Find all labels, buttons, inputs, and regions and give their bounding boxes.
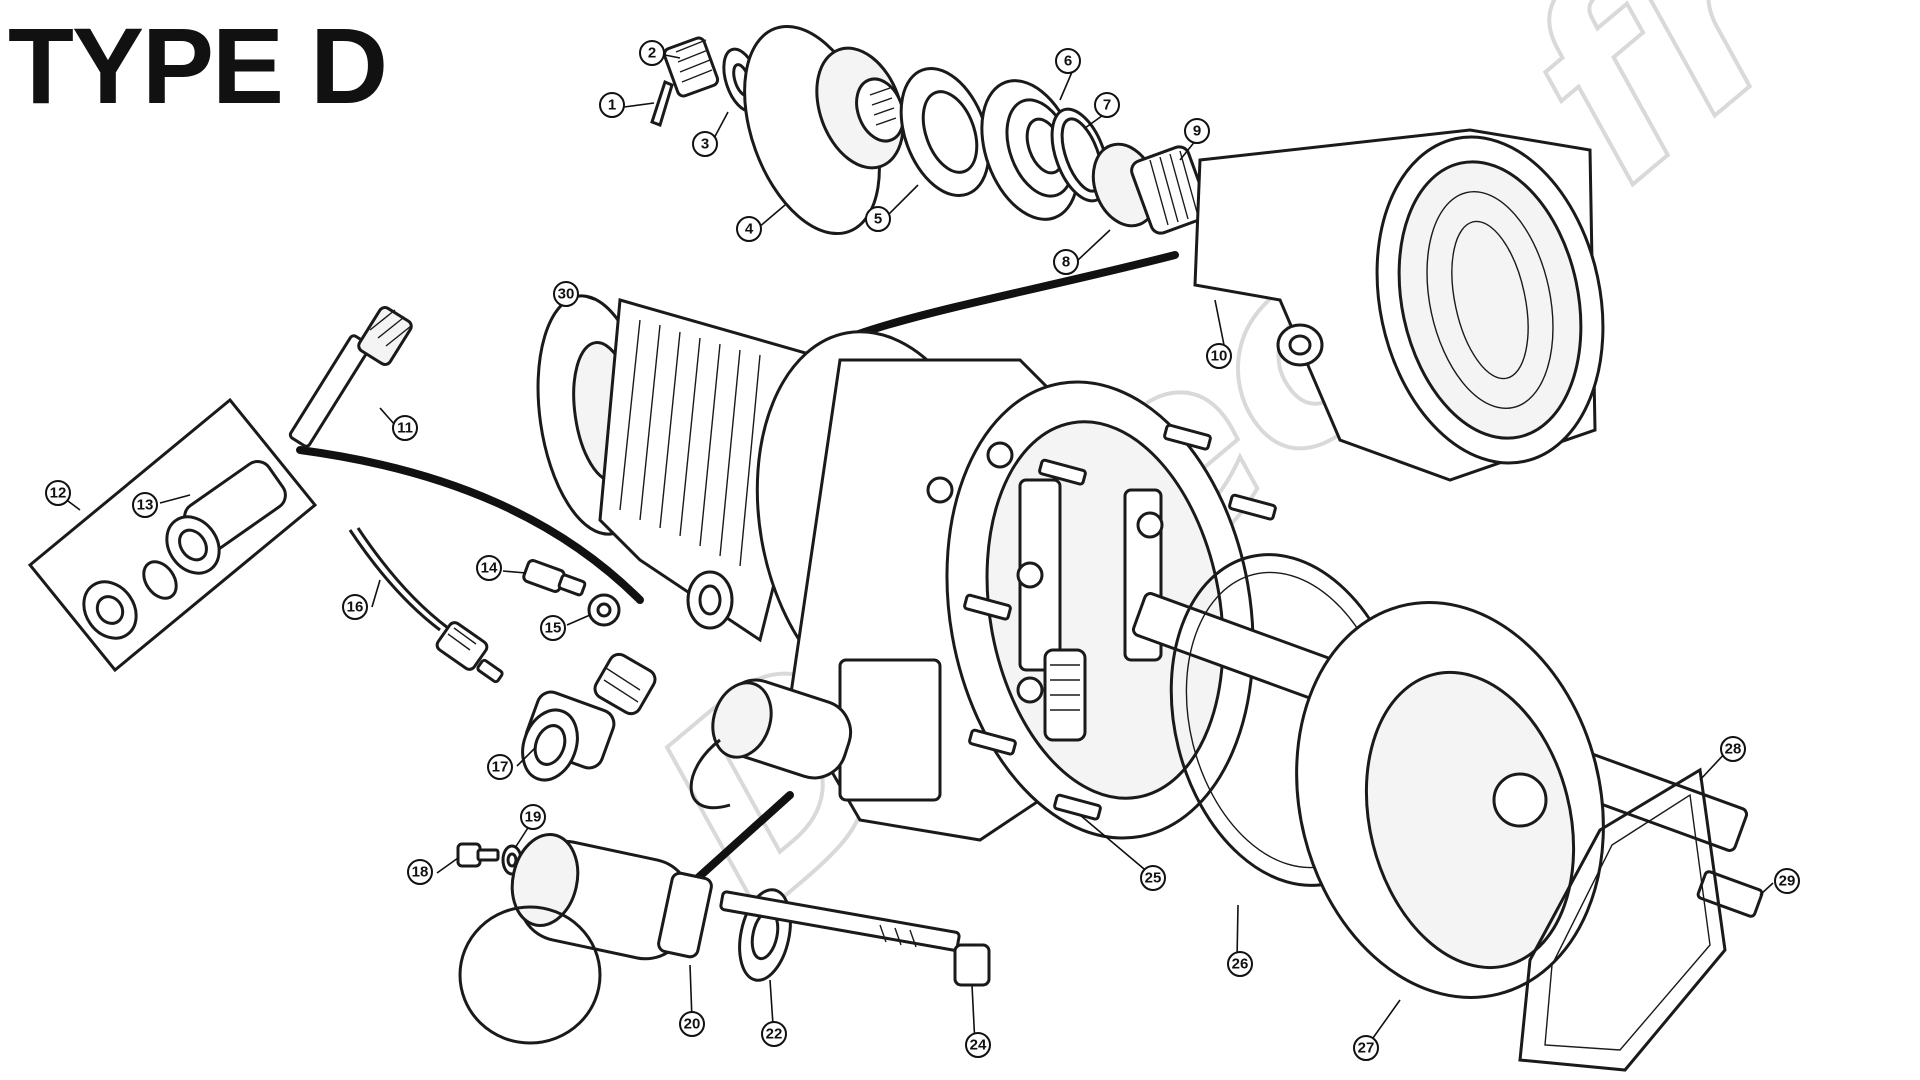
callout-4: 4 xyxy=(736,216,762,242)
callout-14: 14 xyxy=(476,555,502,581)
callout-2: 2 xyxy=(639,40,665,66)
connector-line-solenoid xyxy=(686,791,794,889)
callout-17: 17 xyxy=(487,754,513,780)
part-output-flange xyxy=(743,24,905,236)
callout-1-label: 1 xyxy=(608,97,616,114)
part-solenoid-plunger-bolt xyxy=(719,890,991,987)
callout-18: 18 xyxy=(407,859,433,885)
callout-11-label: 11 xyxy=(397,420,413,437)
callout-9-label: 9 xyxy=(1193,123,1201,140)
callout-12-label: 12 xyxy=(50,485,67,502)
callout-16-label: 16 xyxy=(347,599,364,616)
callout-10: 10 xyxy=(1206,343,1232,369)
part-solenoid-screw xyxy=(456,842,500,868)
part-sealing-washer xyxy=(587,593,621,627)
part-speedo-pinion xyxy=(288,306,413,448)
part-speedo-worm-gear xyxy=(1130,145,1210,235)
part-rear-casing xyxy=(1295,601,1605,999)
callout-7: 7 xyxy=(1094,92,1120,118)
callout-19-label: 19 xyxy=(525,809,542,826)
callout-22-label: 22 xyxy=(766,1026,783,1043)
callout-6: 6 xyxy=(1055,48,1081,74)
callout-8-label: 8 xyxy=(1062,254,1070,271)
callout-8: 8 xyxy=(1053,249,1079,275)
callout-26: 26 xyxy=(1227,951,1253,977)
callout-22: 22 xyxy=(761,1021,787,1047)
callout-30-label: 30 xyxy=(558,286,575,303)
callout-3-label: 3 xyxy=(701,136,709,153)
callout-18-label: 18 xyxy=(412,864,429,881)
callout-15: 15 xyxy=(540,615,566,641)
connector-line-speedo-drive xyxy=(296,446,644,604)
part-oil-seal xyxy=(899,66,991,198)
part-angle-drive xyxy=(521,652,657,782)
callout-29-label: 29 xyxy=(1779,873,1796,890)
callout-27-label: 27 xyxy=(1358,1040,1375,1057)
callout-17-label: 17 xyxy=(492,759,509,776)
callout-7-label: 7 xyxy=(1103,97,1111,114)
callout-30: 30 xyxy=(553,281,579,307)
callout-1: 1 xyxy=(599,92,625,118)
callout-25: 25 xyxy=(1140,865,1166,891)
callout-4-label: 4 xyxy=(745,221,754,238)
callout-24-label: 24 xyxy=(970,1037,987,1054)
part-split-pin xyxy=(650,79,674,127)
part-banjo-union xyxy=(522,559,587,597)
part-speedo-assembly-box xyxy=(27,397,318,673)
part-studs xyxy=(963,423,1277,821)
part-solenoid xyxy=(458,833,713,1045)
part-speedo-cable xyxy=(348,527,504,684)
diagram-title: TYPE D xyxy=(8,5,388,126)
callout-5-label: 5 xyxy=(874,211,882,228)
callout-28-label: 28 xyxy=(1725,741,1742,758)
callout-28: 28 xyxy=(1720,736,1746,762)
callout-5: 5 xyxy=(865,206,891,232)
callout-2-label: 2 xyxy=(648,45,656,62)
callout-26-label: 26 xyxy=(1232,956,1249,973)
callout-25-label: 25 xyxy=(1145,870,1162,887)
callout-3: 3 xyxy=(692,131,718,157)
part-rear-extension-housing xyxy=(1193,128,1605,482)
callout-14-label: 14 xyxy=(481,560,498,577)
callout-27: 27 xyxy=(1353,1035,1379,1061)
callout-6-label: 6 xyxy=(1064,53,1072,70)
callout-20: 20 xyxy=(679,1011,705,1037)
callout-13-label: 13 xyxy=(137,497,154,514)
callout-13: 13 xyxy=(132,492,158,518)
callout-24: 24 xyxy=(965,1032,991,1058)
callout-19: 19 xyxy=(520,804,546,830)
part-speedo-seal xyxy=(82,560,178,640)
callout-15-label: 15 xyxy=(545,620,562,637)
callout-16: 16 xyxy=(342,594,368,620)
callout-20-label: 20 xyxy=(684,1016,701,1033)
callout-9: 9 xyxy=(1184,118,1210,144)
part-main-casing xyxy=(536,294,1255,842)
callout-12: 12 xyxy=(45,480,71,506)
part-solenoid-mounted xyxy=(689,678,853,810)
callout-11: 11 xyxy=(392,415,418,441)
part-speedo-bush xyxy=(165,460,287,575)
part-castle-nut xyxy=(662,36,720,98)
callout-10-label: 10 xyxy=(1211,348,1228,365)
part-rear-casing-gasket xyxy=(1518,767,1727,1072)
callout-29: 29 xyxy=(1774,868,1800,894)
